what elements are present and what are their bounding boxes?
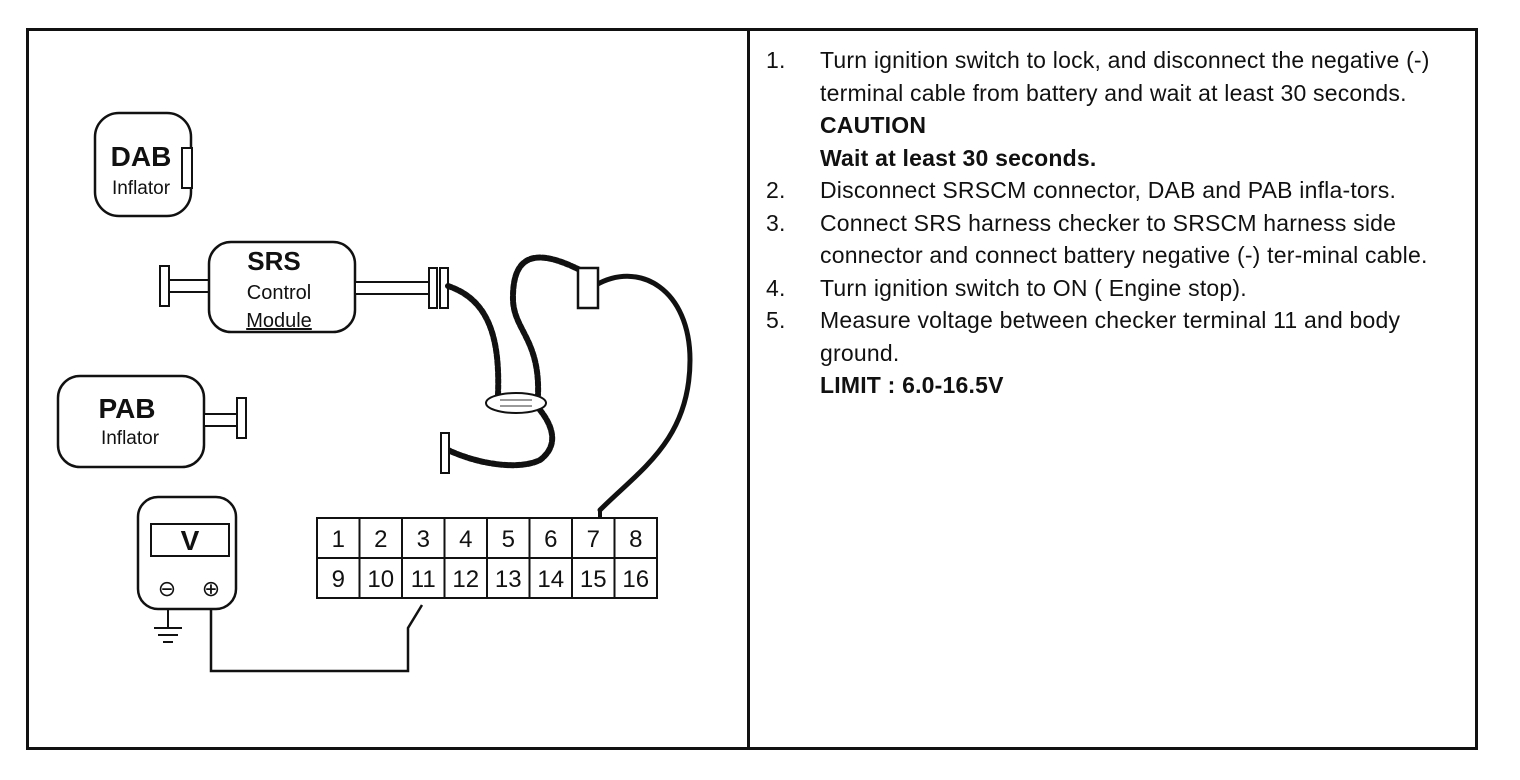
terminal-cell: 4 <box>443 517 488 559</box>
harness-wires <box>445 254 693 520</box>
test-lead <box>209 604 424 673</box>
step-number: 4. <box>766 274 786 301</box>
step-number: 5. <box>766 307 786 333</box>
terminal-cell: 11 <box>401 557 446 599</box>
caution-text: Wait at least 30 seconds. <box>820 144 1097 171</box>
terminal-number: 9 <box>332 566 345 593</box>
terminal-number: 1 <box>332 526 345 553</box>
terminal-cell: 3 <box>401 517 446 559</box>
step-text: Turn ignition switch to ON ( Engine stop… <box>820 274 1247 301</box>
minus-terminal-icon: ⊖ <box>158 576 176 601</box>
step-number: 1. <box>766 47 786 73</box>
harness-connector-top <box>576 266 600 310</box>
terminal-number: 2 <box>374 526 387 553</box>
step-number: 3. <box>766 209 786 236</box>
terminal-cell: 13 <box>486 557 531 599</box>
step-3: 3. Connect SRS harness checker to SRSCM … <box>766 207 1466 272</box>
terminal-cell: 9 <box>316 557 361 599</box>
ground-symbol-icon <box>154 608 182 643</box>
terminal-number: 5 <box>502 526 515 553</box>
terminal-number: 10 <box>367 566 394 593</box>
pab-title: PAB <box>98 393 155 424</box>
terminal-number: 13 <box>495 566 522 593</box>
terminal-cell: 16 <box>613 557 658 599</box>
harness-tag <box>485 392 547 414</box>
dab-subtitle: Inflator <box>112 178 171 199</box>
terminal-cell: 7 <box>571 517 616 559</box>
terminal-cell: 6 <box>528 517 573 559</box>
terminal-number: 6 <box>544 526 557 553</box>
procedure-steps: 1. Turn ignition switch to lock, and dis… <box>766 44 1466 402</box>
voltmeter: V ⊖ ⊕ <box>136 495 238 611</box>
terminal-number: 12 <box>452 566 479 593</box>
pab-subtitle: Inflator <box>101 428 160 449</box>
terminal-number: 7 <box>587 526 600 553</box>
step-1: 1. Turn ignition switch to lock, and dis… <box>766 44 1466 174</box>
caution-label: CAUTION <box>820 112 927 138</box>
step-text: Turn ignition switch to lock, and discon… <box>820 47 1430 106</box>
harness-connector-bottom <box>440 432 450 474</box>
terminal-cell: 15 <box>571 557 616 599</box>
terminal-cell: 5 <box>486 517 531 559</box>
terminal-cell: 8 <box>613 517 658 559</box>
srs-control-module: SRS Control Module <box>159 240 449 334</box>
step-text: Connect SRS harness checker to SRSCM har… <box>820 209 1428 269</box>
srs-line1: Control <box>247 282 311 304</box>
step-5: 5. Measure voltage between checker termi… <box>766 304 1466 402</box>
step-number: 2. <box>766 177 786 203</box>
terminal-number: 8 <box>629 526 642 553</box>
terminal-cell: 10 <box>358 557 403 599</box>
terminal-number: 4 <box>459 526 472 553</box>
terminal-cell: 1 <box>316 517 361 559</box>
dab-title: DAB <box>111 141 172 172</box>
terminal-cell: 14 <box>528 557 573 599</box>
step-text: Measure voltage between checker terminal… <box>820 307 1401 366</box>
step-text: Disconnect SRSCM connector, DAB and PAB … <box>820 177 1397 203</box>
srs-line2: Module <box>246 310 312 332</box>
terminal-cell: 12 <box>443 557 488 599</box>
dab-inflator: DAB Inflator <box>93 111 193 218</box>
panel-divider <box>747 28 750 750</box>
terminal-cell: 2 <box>358 517 403 559</box>
step-2: 2. Disconnect SRSCM connector, DAB and P… <box>766 174 1466 207</box>
terminal-number: 11 <box>411 566 436 593</box>
pab-inflator: PAB Inflator <box>56 374 247 469</box>
terminal-number: 3 <box>417 526 430 553</box>
terminal-number: 16 <box>622 566 649 593</box>
procedure-frame <box>26 28 1478 750</box>
step-4: 4. Turn ignition switch to ON ( Engine s… <box>766 272 1466 305</box>
terminal-number: 14 <box>537 566 564 593</box>
terminal-number: 15 <box>580 566 607 593</box>
limit-text: LIMIT : 6.0-16.5V <box>820 372 1004 398</box>
voltmeter-symbol: V <box>181 525 200 556</box>
plus-terminal-icon: ⊕ <box>202 576 220 601</box>
srs-title: SRS <box>247 246 300 276</box>
